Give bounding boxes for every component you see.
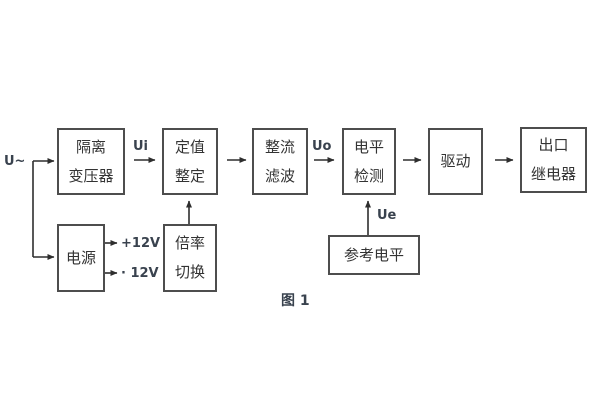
- block-level-detection-line1: 电平: [353, 137, 384, 156]
- block-setpoint-line1: 定值: [174, 137, 205, 156]
- figure-caption: 图 1: [281, 293, 310, 309]
- block-output-relay-line2: 继电器: [530, 165, 576, 183]
- block-reference-level: 参考电平: [328, 235, 420, 275]
- block-setpoint: 定值 整定: [162, 128, 218, 195]
- label-ui: Ui: [133, 139, 149, 154]
- block-power-line1: 电源: [65, 248, 96, 267]
- label-ue: Ue: [377, 208, 397, 223]
- block-ratio-switch-line1: 倍率: [174, 234, 205, 252]
- block-rectifier-filter: 整流 滤波: [252, 128, 308, 195]
- block-output-relay-line1: 出口: [538, 136, 569, 154]
- block-reference-level-line1: 参考电平: [343, 245, 404, 264]
- block-isolation-transformer-line2: 变压器: [68, 166, 114, 185]
- block-drive-line1: 驱动: [440, 152, 471, 170]
- block-setpoint-line2: 整定: [174, 166, 205, 185]
- block-rectifier-filter-line2: 滤波: [264, 166, 295, 185]
- label-uo: Uo: [312, 139, 332, 154]
- block-rectifier-filter-line1: 整流: [264, 137, 295, 156]
- block-ratio-switch: 倍率 切换: [163, 224, 217, 292]
- block-isolation-transformer-line1: 隔离: [75, 137, 106, 156]
- label-plus12v: +12V: [121, 236, 161, 251]
- block-output-relay: 出口 继电器: [520, 127, 587, 193]
- block-drive: 驱动: [428, 128, 483, 195]
- label-minus12v: · 12V: [121, 266, 159, 281]
- label-input-u: U~: [4, 154, 26, 169]
- block-isolation-transformer: 隔离 变压器: [57, 128, 125, 195]
- block-level-detection-line2: 检测: [353, 166, 384, 185]
- block-power: 电源: [57, 224, 105, 292]
- block-ratio-switch-line2: 切换: [174, 263, 205, 281]
- block-level-detection: 电平 检测: [342, 128, 396, 195]
